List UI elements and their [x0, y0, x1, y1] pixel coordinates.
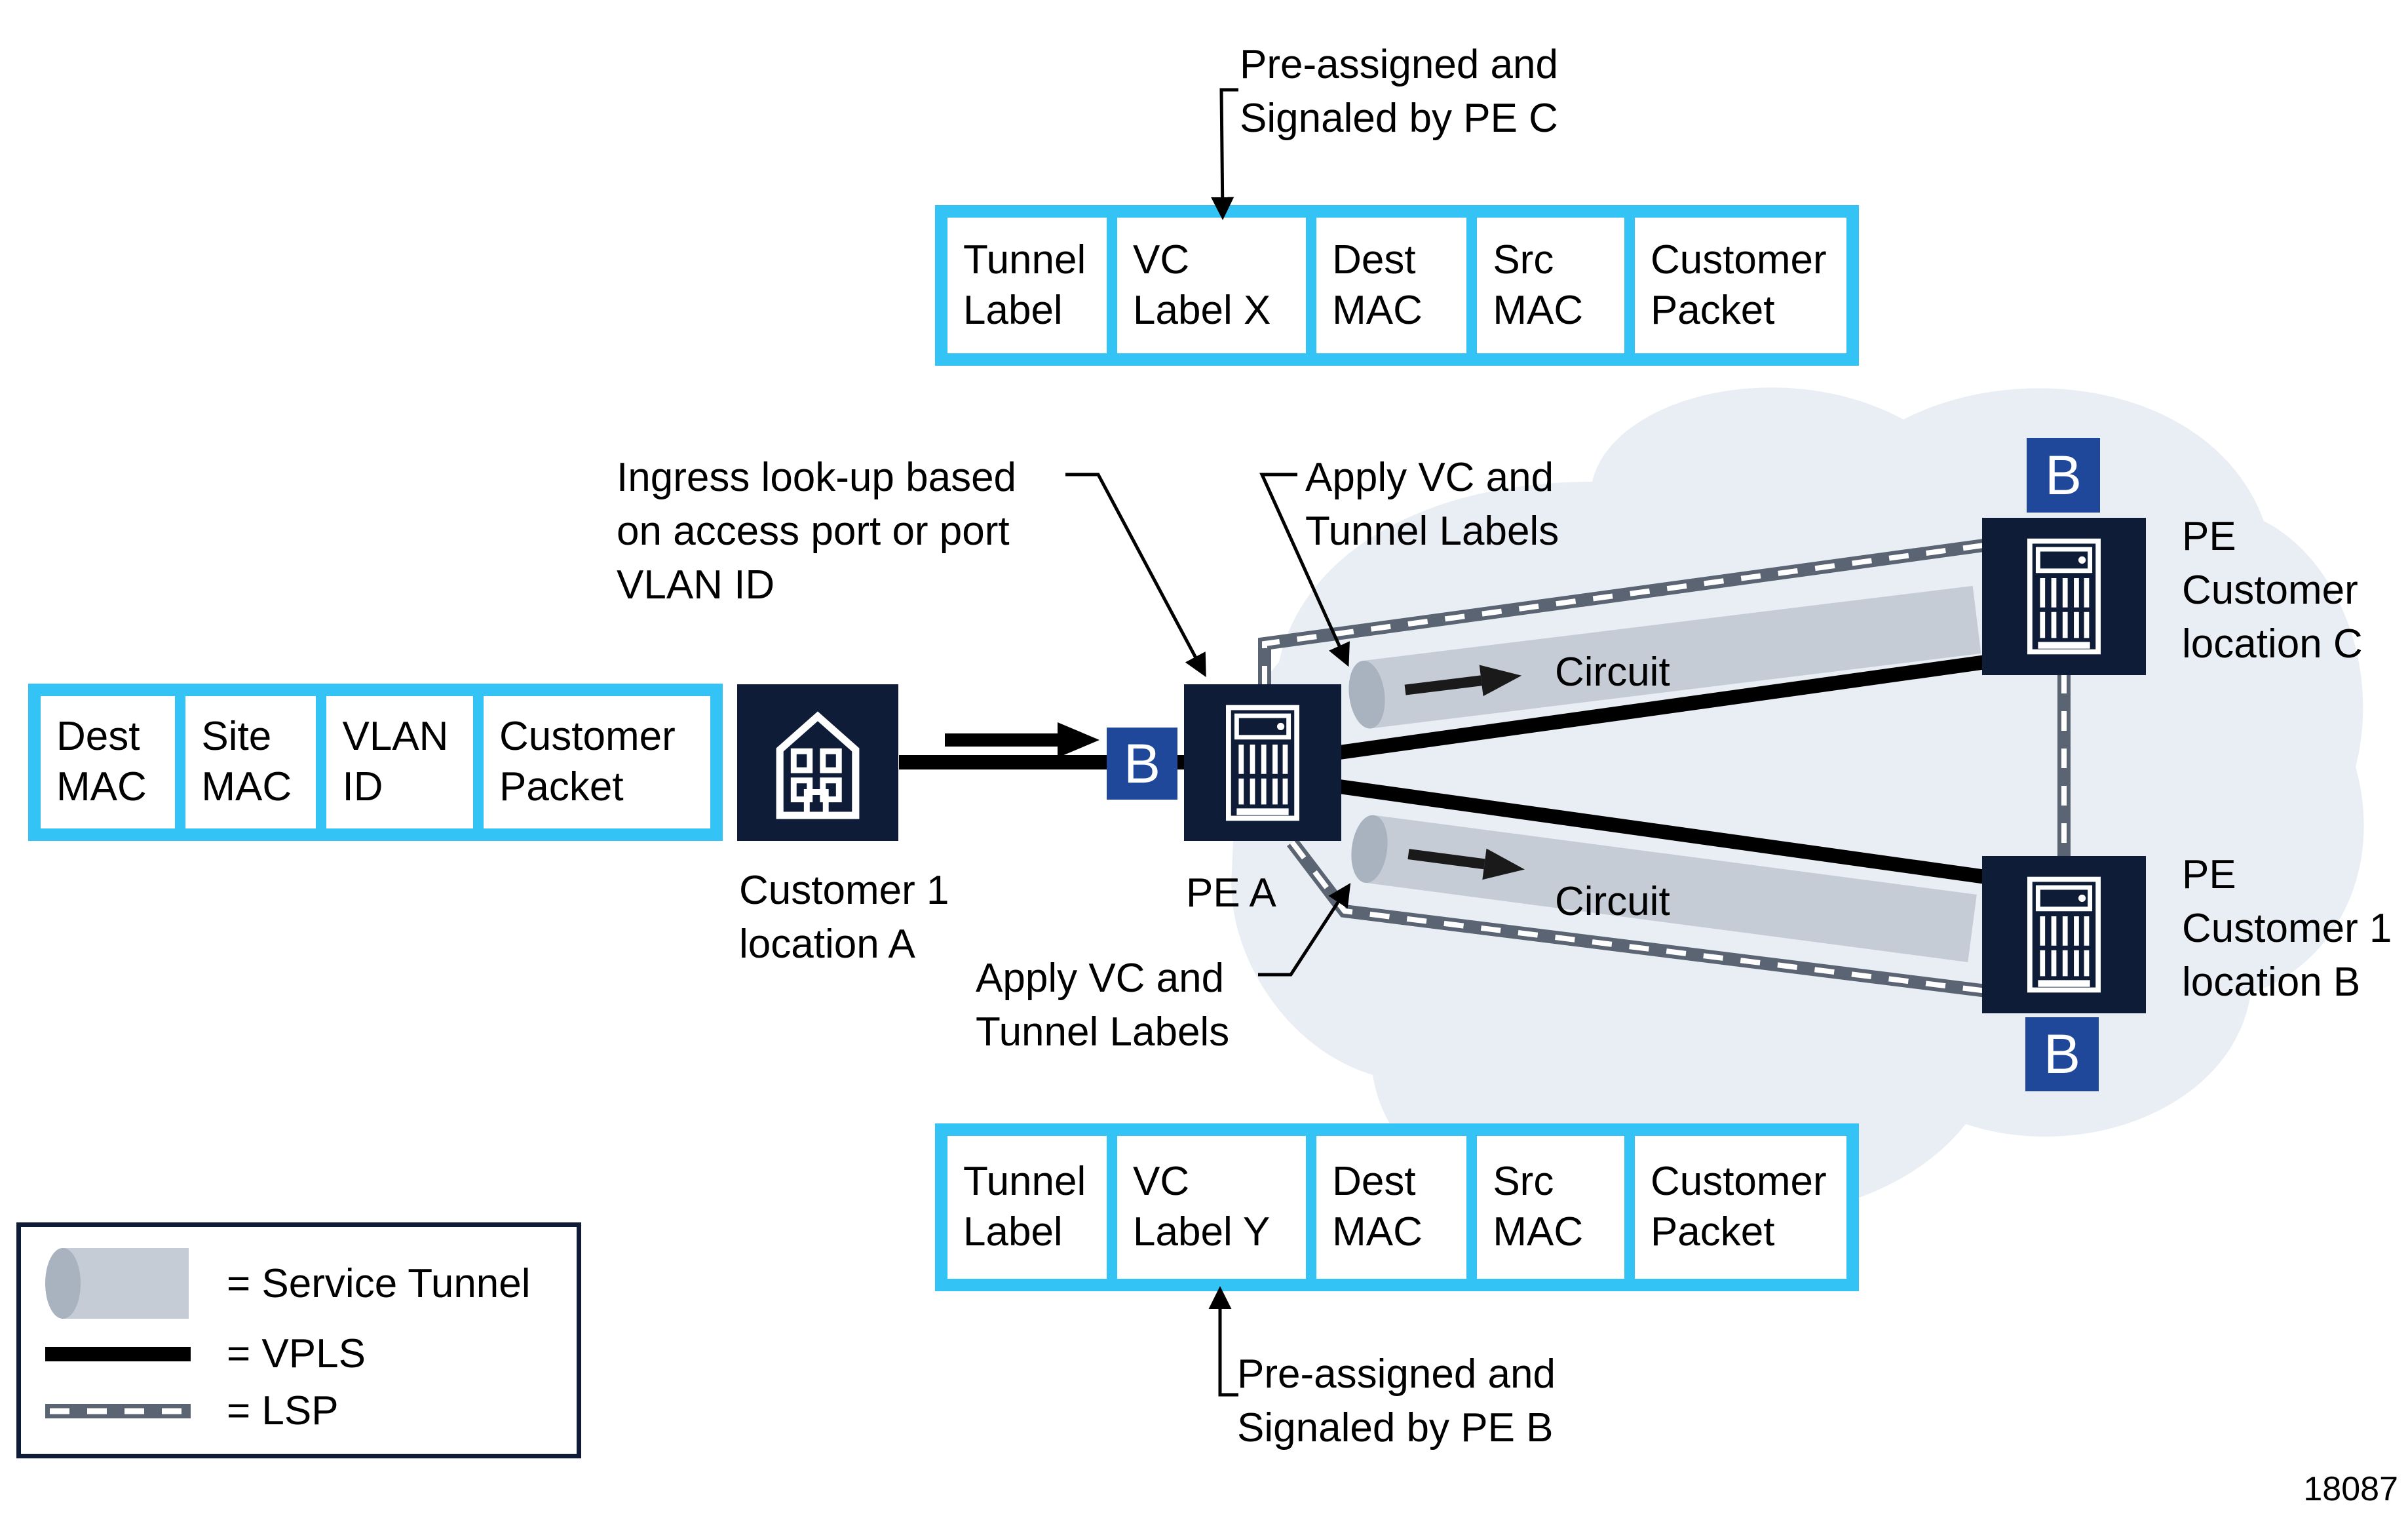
node-pe-customer-1-location-b [1982, 856, 2146, 1013]
packet-field-label: Dest MAC [1332, 1159, 1423, 1255]
node-customer-1-location-a [737, 684, 898, 841]
node-pe-customer-location-c [1982, 518, 2146, 675]
packet-field: Dest MAC [41, 696, 176, 828]
label-pe-customer-location-c: PE Customer location C [2182, 514, 2363, 667]
label-circuit-top: Circuit [1555, 650, 1670, 695]
vpls-link-pe-a-to-pe-b [1338, 779, 1997, 886]
badge-access-point-pe-a: B [1107, 728, 1177, 800]
packet-field-label: Dest MAC [56, 714, 147, 809]
packet-box-signaled-by-pe-b: Tunnel Label VC Label Y Dest MAC Src MAC… [935, 1123, 1859, 1291]
service-tunnel-bottom [1351, 815, 1977, 962]
packet-field: VLAN ID [326, 696, 474, 828]
packet-field: Src MAC [1477, 1136, 1624, 1279]
router-icon [2027, 876, 2101, 993]
packet-field: Dest MAC [1316, 1136, 1467, 1279]
service-tunnel-top [1348, 585, 1981, 729]
packet-field: Dest MAC [1316, 218, 1467, 353]
annotation-ingress-lookup: Ingress look-up based on access port or … [617, 455, 1017, 608]
badge-letter: B [2044, 444, 2082, 506]
packet-field: Tunnel Label [947, 218, 1107, 353]
annotation-pre-assigned-pe-b: Pre-assigned and Signaled by PE B [1237, 1352, 1556, 1450]
lsp-path-to-pe-c [1258, 537, 1995, 686]
label-customer-1-location-a: Customer 1 location A [739, 868, 949, 967]
packet-field-label: VLAN ID [342, 714, 449, 809]
legend-row-lsp: = LSP [43, 1388, 564, 1434]
packet-field-label: Site MAC [201, 714, 292, 809]
annotation-apply-labels-bottom: Apply VC and Tunnel Labels [976, 956, 1230, 1055]
vpls-link-pe-a-to-pe-c [1338, 653, 1997, 760]
building-icon [776, 710, 860, 819]
annotation-apply-labels-top: Apply VC and Tunnel Labels [1305, 455, 1559, 554]
figure-number: 18087 [2303, 1470, 2398, 1508]
flow-arrow-icon [1407, 848, 1525, 880]
label-circuit-bottom: Circuit [1555, 879, 1670, 924]
packet-field-label: Tunnel Label [963, 237, 1086, 333]
vpls-line-icon [43, 1346, 195, 1362]
packet-field: Site MAC [185, 696, 316, 828]
packet-field-label: Customer Packet [1650, 237, 1827, 333]
packet-field: Tunnel Label [947, 1136, 1107, 1279]
packet-field: Src MAC [1477, 218, 1624, 353]
flow-arrow-icon [1404, 665, 1522, 697]
ingress-direction-arrow-icon [945, 722, 1099, 758]
packet-field: Customer Packet [484, 696, 711, 828]
node-pe-a [1184, 684, 1341, 841]
packet-field-label: Src MAC [1493, 237, 1584, 333]
packet-field-label: Tunnel Label [963, 1159, 1086, 1255]
lsp-path-to-pe-b [1287, 838, 1988, 998]
legend-label: = LSP [227, 1388, 339, 1433]
packet-field-label: Customer Packet [1650, 1159, 1827, 1255]
legend-box: = Service Tunnel = VPLS = LSP [16, 1222, 581, 1458]
badge-letter: B [2043, 1023, 2081, 1085]
badge-letter: B [1123, 732, 1161, 794]
packet-field-label: Src MAC [1493, 1159, 1584, 1255]
router-icon [1226, 705, 1299, 821]
label-pe-a: PE A [1186, 870, 1276, 916]
service-tunnel-icon [43, 1247, 195, 1320]
packet-box-customer-ingress: Dest MAC Site MAC VLAN ID Customer Packe… [28, 684, 723, 841]
legend-row-service-tunnel: = Service Tunnel [43, 1247, 564, 1320]
packet-field-label: Customer Packet [499, 714, 676, 809]
packet-field: Customer Packet [1634, 218, 1847, 353]
packet-field: VC Label Y [1117, 1136, 1307, 1279]
packet-field: VC Label X [1117, 218, 1307, 353]
label-pe-customer-1-location-b: PE Customer 1 location B [2182, 852, 2392, 1005]
leader-ingress-lookup [1065, 473, 1206, 678]
packet-field: Customer Packet [1634, 1136, 1847, 1279]
legend-row-vpls: = VPLS [43, 1331, 564, 1377]
router-icon [2027, 538, 2101, 655]
legend-label: = VPLS [227, 1331, 366, 1376]
packet-field-label: Dest MAC [1332, 237, 1423, 333]
packet-field-label: VC Label Y [1133, 1159, 1271, 1255]
leader-apply-labels-bottom [1258, 883, 1351, 977]
badge-access-point-pe-c: B [2027, 438, 2100, 513]
lsp-line-icon [43, 1402, 195, 1420]
packet-box-signaled-by-pe-c: Tunnel Label VC Label X Dest MAC Src MAC… [935, 205, 1859, 366]
packet-field-label: VC Label X [1133, 237, 1271, 333]
legend-label: = Service Tunnel [227, 1260, 531, 1306]
badge-access-point-pe-b: B [2025, 1017, 2099, 1091]
leader-apply-labels-top [1259, 473, 1350, 667]
annotation-pre-assigned-pe-c: Pre-assigned and Signaled by PE C [1240, 42, 1558, 141]
